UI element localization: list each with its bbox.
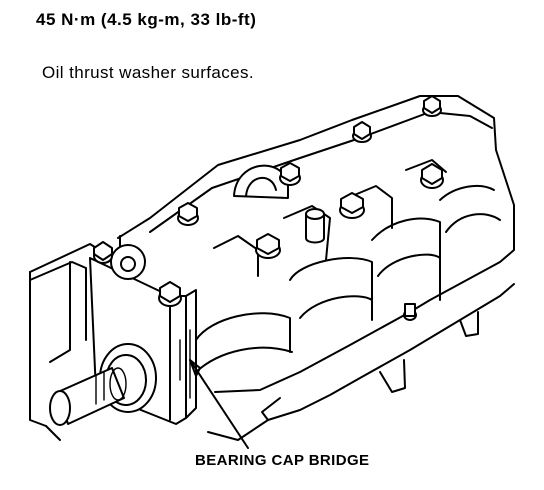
- callout-leader: [189, 359, 249, 449]
- dowel-pin: [305, 208, 325, 244]
- bolt-icon: [93, 241, 113, 264]
- top-bearing-cap: [233, 164, 289, 199]
- crankshaft-nose: [49, 343, 157, 426]
- torque-spec: 45 N·m (4.5 kg-m, 33 lb-ft): [36, 10, 257, 29]
- instruction-text: Oil thrust washer surfaces.: [42, 63, 255, 82]
- bolts: [93, 95, 444, 321]
- bolt-icon: [403, 303, 417, 321]
- upper-boss: [110, 244, 146, 280]
- bolt-icon: [158, 281, 182, 307]
- bolt-icon: [352, 121, 372, 143]
- bolt-icon: [339, 192, 365, 219]
- crank-bays: [195, 159, 501, 373]
- bolt-icon: [422, 95, 442, 117]
- bolt-icon: [177, 202, 199, 226]
- bolt-icon: [255, 233, 281, 259]
- bolt-icon: [420, 163, 444, 189]
- callout-bearing-cap-bridge: BEARING CAP BRIDGE: [195, 452, 370, 469]
- bolt-icon: [279, 162, 301, 186]
